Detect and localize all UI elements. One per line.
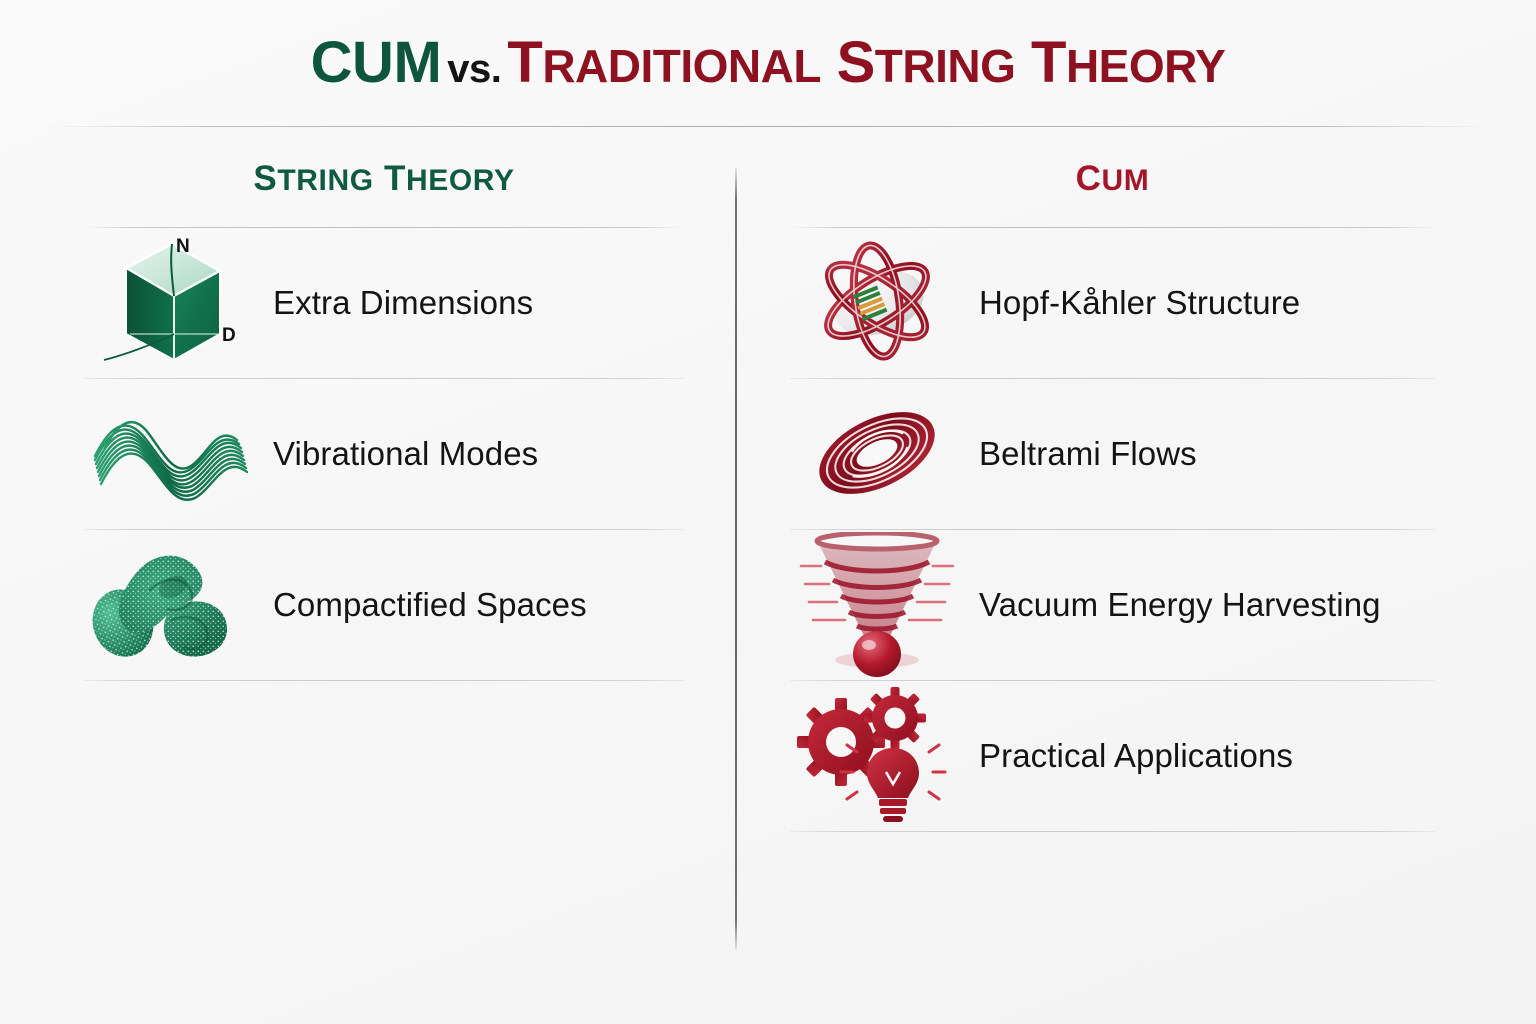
list-item-label: Vibrational Modes — [273, 434, 539, 472]
title-theory-cap: T — [1031, 30, 1066, 95]
title-divider — [46, 126, 1490, 127]
heading-cum-cap: C — [1075, 159, 1102, 198]
list-item-label: Beltrami Flows — [979, 434, 1197, 472]
title-connector: vs. — [447, 47, 502, 91]
heading-cum-rest: UM — [1101, 164, 1150, 197]
title-traditional-cap: T — [507, 30, 543, 95]
column-heading-cum: CUM — [790, 159, 1435, 205]
column-divider — [735, 168, 737, 950]
cube-axis-label-d: D — [222, 325, 236, 346]
list-item-label: Vacuum Energy Harvesting — [979, 585, 1381, 623]
title-theory-rest: HEORY — [1065, 40, 1226, 92]
list-item[interactable]: Vacuum Energy Harvesting — [790, 530, 1435, 681]
list-item-label: Hopf-Kåhler Structure — [979, 283, 1301, 321]
energy-funnel-icon — [790, 532, 965, 677]
calabi-yau-manifold-icon — [84, 535, 259, 675]
column-heading-underline — [790, 226, 1435, 228]
list-item[interactable]: Practical Applications — [790, 681, 1435, 832]
gears-lightbulb-icon — [790, 686, 965, 826]
cube-icon: N D — [84, 233, 259, 373]
title-string-cap: S — [836, 30, 876, 95]
cube-axis-label-n: N — [176, 238, 190, 257]
list-item[interactable]: N D Extra Dimensions — [84, 228, 684, 379]
list-item-label: Extra Dimensions — [273, 283, 534, 321]
list-item-label: Practical Applications — [979, 736, 1294, 774]
waveform-icon — [84, 384, 259, 524]
heading-string-cap: S — [253, 159, 278, 198]
torus-flow-icon — [790, 384, 965, 524]
cum-item-list: Hopf-Kåhler Structure — [790, 228, 1435, 832]
list-item[interactable]: Beltrami Flows — [790, 379, 1435, 530]
column-heading-underline — [84, 226, 684, 228]
heading-theory-cap: T — [384, 159, 406, 198]
column-heading-string-theory: STRING THEORY — [84, 159, 684, 205]
heading-theory-rest: HEORY — [406, 164, 515, 197]
column-cum: CUM — [790, 159, 1435, 832]
atom-orbital-icon — [790, 233, 965, 373]
title-traditional-string-theory: TRADITIONAL STRING THEORY — [507, 30, 1225, 95]
list-item-label: Compactified Spaces — [273, 585, 587, 623]
column-string-theory: STRING THEORY — [84, 159, 684, 681]
list-item[interactable]: Vibrational Modes — [84, 379, 684, 530]
list-item[interactable]: Hopf-Kåhler Structure — [790, 228, 1435, 379]
title-traditional-rest: RADITIONAL — [542, 40, 821, 92]
title-cum: CUM — [310, 30, 442, 95]
list-item[interactable]: Compactified Spaces — [84, 530, 684, 681]
string-theory-item-list: N D Extra Dimensions — [84, 228, 684, 681]
title-string-rest: TRING — [874, 40, 1016, 92]
heading-string-rest: TRING — [277, 164, 374, 197]
